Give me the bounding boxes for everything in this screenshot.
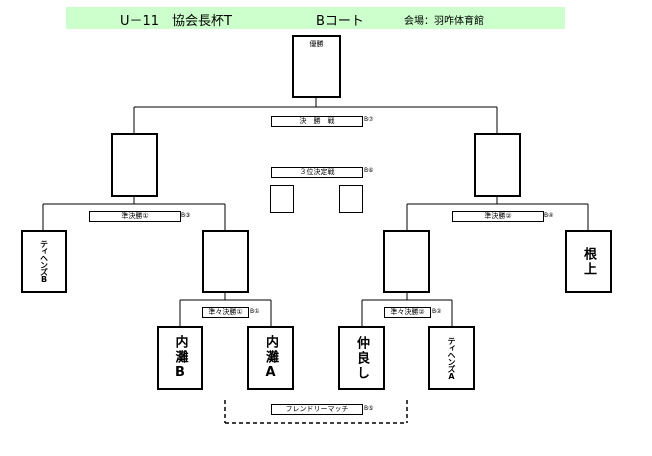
friendly-match-no: B⑤ bbox=[364, 405, 374, 412]
team-qf2-b: ティヘンズA bbox=[428, 326, 475, 390]
winner-label: 優勝 bbox=[309, 40, 324, 48]
team-qf1-b: 内灘A bbox=[247, 326, 294, 390]
final-label: 決 勝 戦 bbox=[271, 116, 363, 127]
semi2-label: 準決勝② bbox=[452, 211, 544, 222]
team-right-seed: 根上 bbox=[565, 230, 612, 293]
semi2-match-no: B④ bbox=[544, 212, 554, 219]
team-qf2-a: 仲良し bbox=[338, 326, 385, 390]
qf2-match-no: B② bbox=[432, 308, 442, 315]
semi1-winner-box bbox=[111, 133, 158, 197]
qf1-label: 準々決勝① bbox=[202, 307, 249, 318]
winner-box: 優勝 bbox=[292, 35, 341, 98]
semi1-match-no: B③ bbox=[181, 212, 191, 219]
court-name: Bコート bbox=[316, 14, 364, 29]
final-match-no: B⑦ bbox=[364, 116, 374, 123]
qf1-match-no: B① bbox=[250, 308, 260, 315]
third-place-slot-right bbox=[339, 185, 363, 213]
semi1-label: 準決勝① bbox=[89, 211, 181, 222]
tournament-title: U－11 協会長杯T bbox=[120, 14, 232, 29]
friendly-match-label: フレンドリーマッチ bbox=[271, 404, 363, 415]
venue: 会場：羽咋体育館 bbox=[404, 16, 484, 27]
team-left-seed: ティヘンズB bbox=[21, 230, 67, 293]
team-qf1-a: 内灘B bbox=[157, 326, 203, 390]
qf2-winner-box bbox=[383, 230, 430, 293]
third-place-label: ３位決定戦 bbox=[271, 167, 363, 178]
third-place-slot-left bbox=[270, 185, 294, 213]
qf1-winner-box bbox=[202, 230, 249, 293]
header-banner: U－11 協会長杯T Bコート 会場：羽咋体育館 bbox=[66, 7, 565, 29]
third-place-match-no: B⑥ bbox=[364, 167, 374, 174]
semi2-winner-box bbox=[474, 133, 521, 197]
qf2-label: 準々決勝② bbox=[384, 307, 431, 318]
